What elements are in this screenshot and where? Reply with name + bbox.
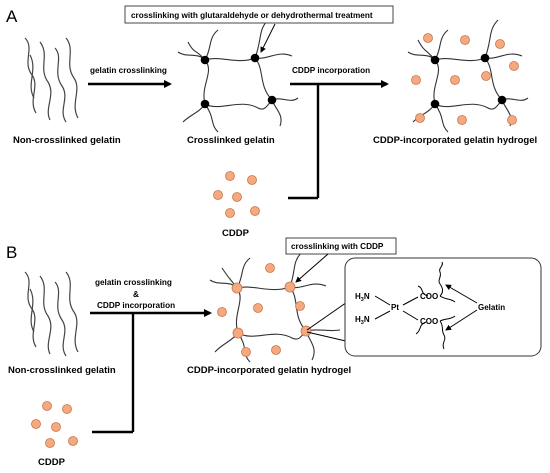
cddp-particle — [495, 39, 505, 49]
cddp-particle — [460, 35, 470, 45]
cddp-particles-b — [31, 401, 78, 448]
cddp-particle — [295, 301, 305, 311]
arrow-label-cddp-incorporation: CDDP incorporation — [292, 66, 370, 75]
cddp-particles-hydrogel-a — [411, 33, 519, 125]
cddp-particles-hydrogel-b — [217, 263, 312, 357]
crosslink-node — [267, 95, 277, 105]
cddp-particle — [253, 303, 263, 313]
cddp-crosslink — [300, 325, 312, 337]
chemistry-zoom-box — [344, 257, 542, 357]
cddp-crosslink — [232, 327, 244, 339]
cddp-particle — [507, 115, 517, 125]
chem-coo-2: COO — [420, 317, 438, 326]
callout-box-a — [124, 5, 394, 24]
noncrosslinked-gelatin-strands-b — [24, 271, 79, 357]
chem-gelatin-label: Gelatin — [478, 303, 505, 312]
label-noncrosslinked-gelatin-a: Non-crosslinked gelatin — [13, 135, 121, 146]
crosslink-node — [250, 53, 260, 63]
arrow-label-gelatin-crosslinking: gelatin crosslinking — [90, 66, 167, 75]
callout-text-a: crosslinking with glutaraldehyde or dehy… — [131, 11, 373, 20]
cddp-particle — [481, 71, 491, 81]
cddp-particle — [51, 422, 61, 432]
crosslink-node — [480, 53, 490, 63]
chem-coo-1: COO — [420, 292, 438, 301]
cddp-particle — [62, 404, 72, 414]
gelatin-pointer-lower — [445, 309, 478, 331]
crosslink-node — [200, 99, 210, 109]
gelatin-pointer-upper — [445, 284, 478, 304]
cddp-particle — [423, 33, 433, 43]
chem-h3n-2: H3N — [355, 315, 370, 326]
label-hydrogel-b: CDDP-incorporated gelatin hydrogel — [187, 365, 351, 376]
arrow-label-b-line2: & — [133, 290, 139, 299]
callout-pointer-a — [260, 23, 276, 53]
cddp-particle — [241, 347, 251, 357]
crosslink-nodes-hydrogel-a — [430, 53, 507, 109]
callout-pointer-b — [295, 253, 329, 283]
crosslinked-network-a — [177, 19, 299, 133]
label-hydrogel-a: CDDP-incorporated gelatin hydrogel — [373, 135, 537, 146]
cddp-particle — [247, 175, 257, 185]
panel-b-letter: B — [6, 243, 17, 262]
crosslink-node — [430, 55, 440, 65]
chem-pt: Pt — [391, 303, 399, 312]
cddp-particle — [31, 419, 41, 429]
cddp-crosslink — [231, 282, 243, 294]
cddp-particle — [250, 206, 260, 216]
gelatin-chain-upper — [438, 261, 444, 297]
cddp-particle — [68, 436, 78, 446]
arrow-label-b-line3: CDDP incorporation — [97, 301, 175, 310]
cddp-particle — [232, 192, 242, 202]
panel-a-letter: A — [6, 7, 18, 26]
crosslink-node — [497, 95, 507, 105]
cddp-particles-a — [213, 171, 260, 218]
callout-text-b: crosslinking with CDDP — [291, 242, 384, 251]
cddp-particle — [265, 263, 275, 273]
cddp-particle — [42, 401, 52, 411]
cddp-particle — [457, 115, 467, 125]
gelatin-chain-lower — [439, 320, 446, 350]
cddp-particle — [450, 75, 460, 85]
chemistry-structure: H3N H3N Pt COO COO Gelatin — [355, 261, 505, 350]
label-cddp-a: CDDP — [222, 228, 250, 239]
zoom-line-lower — [306, 331, 351, 343]
cddp-particle — [415, 113, 425, 123]
crosslink-node — [200, 55, 210, 65]
zoom-line-upper — [306, 299, 351, 331]
cddp-particle — [225, 208, 235, 218]
chem-h3n-1: H3N — [355, 292, 370, 303]
crosslink-node — [430, 99, 440, 109]
cddp-particle — [45, 438, 55, 448]
crosslink-nodes-a — [200, 53, 277, 109]
cddp-particle — [271, 345, 281, 355]
cddp-crosslink — [284, 281, 296, 293]
panel-a: A Non-crosslinked gelatin gelatin crossl… — [6, 5, 537, 239]
panel-b: B Non-crosslinked gelatin gelatin crossl… — [6, 237, 542, 468]
cddp-particle — [411, 75, 421, 85]
label-cddp-b: CDDP — [38, 457, 66, 468]
cddp-particle — [509, 61, 519, 71]
noncrosslinked-gelatin-strands-a — [24, 37, 79, 123]
cddp-particle — [217, 307, 227, 317]
label-noncrosslinked-gelatin-b: Non-crosslinked gelatin — [8, 365, 116, 376]
cddp-particle — [225, 171, 235, 181]
label-crosslinked-gelatin: Crosslinked gelatin — [187, 135, 275, 146]
cddp-particle — [213, 190, 223, 200]
callout-box-b — [285, 237, 397, 255]
arrow-label-b-line1: gelatin crosslinking — [95, 278, 172, 287]
